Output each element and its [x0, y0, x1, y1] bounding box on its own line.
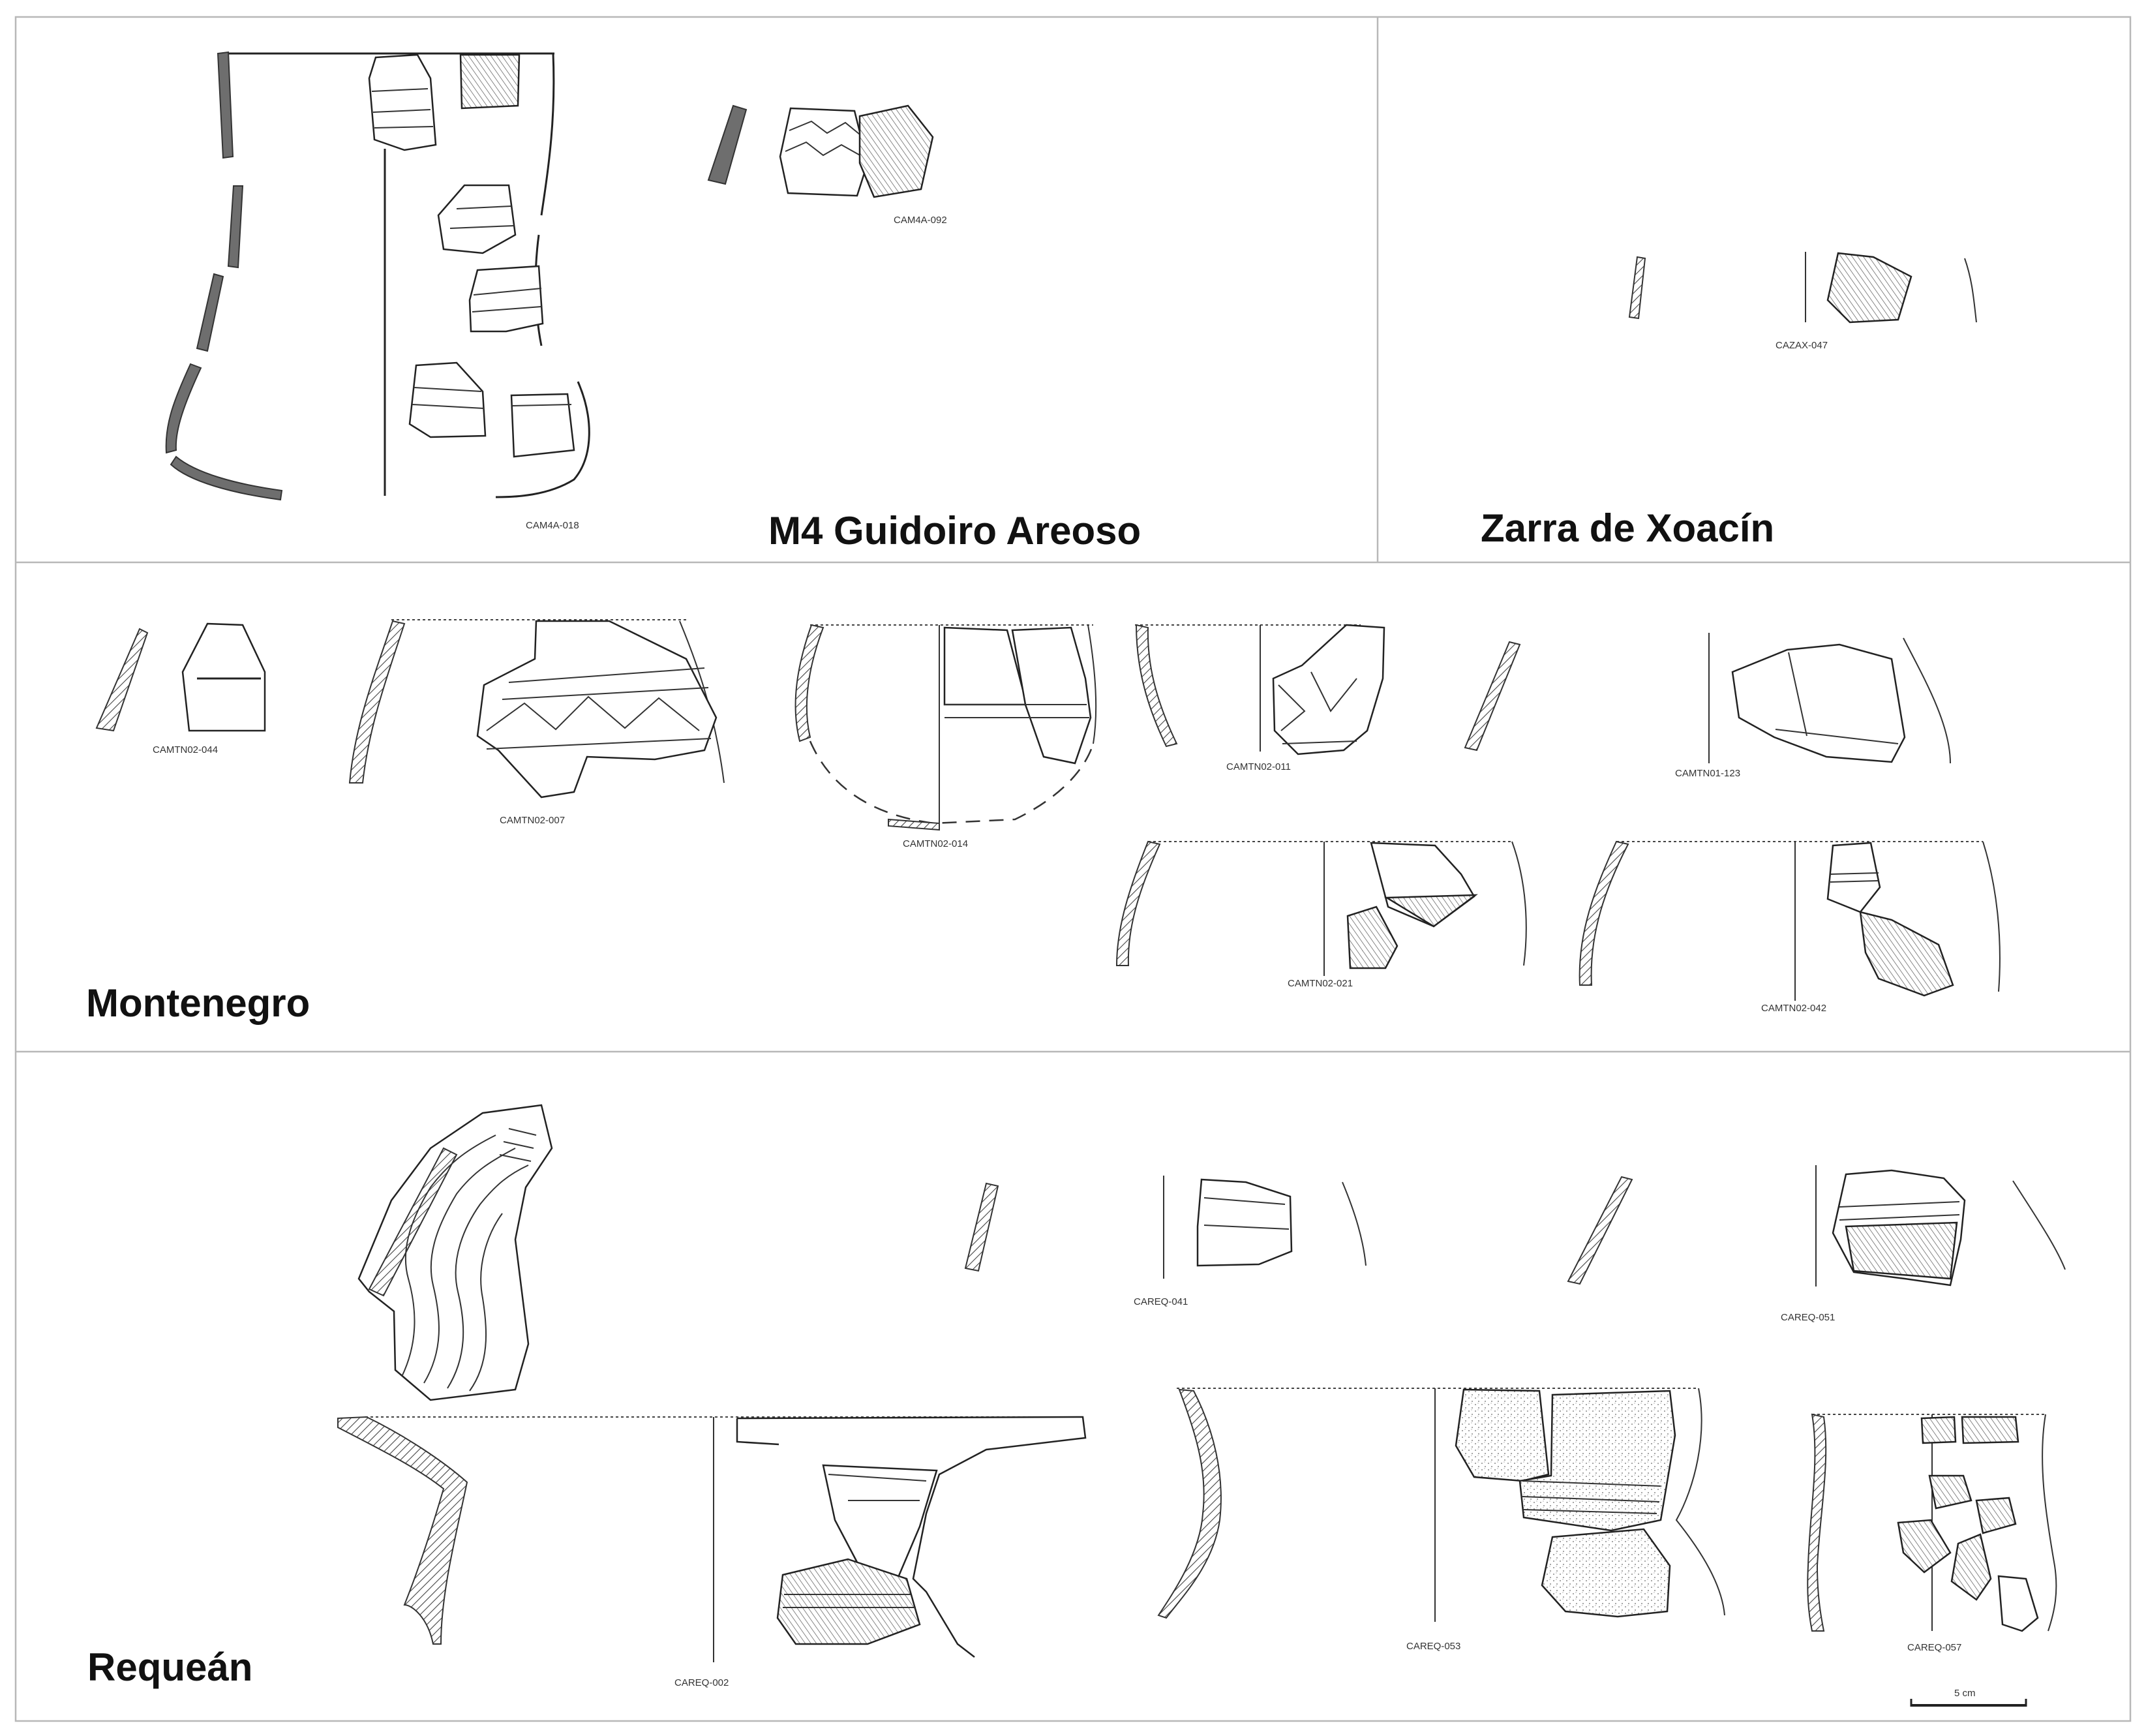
- label-camtn02-011: CAMTN02-011: [1226, 761, 1291, 772]
- vessel-cam4a-092: [707, 104, 934, 198]
- label-camtn02-014: CAMTN02-014: [903, 838, 968, 849]
- vessel-camtn02-044: [95, 622, 266, 732]
- vessel-camtn02-014: [794, 624, 1097, 831]
- vessel-camtn02-011: [1135, 624, 1521, 755]
- vessel-camtn01-123: [1708, 633, 1951, 764]
- vessel-cazax-047: [1628, 252, 1977, 324]
- vessel-careq-002: [337, 1416, 1087, 1662]
- vessel-camtn02-007: [348, 619, 725, 799]
- site-title-xoacin: Zarra de Xoacín: [1481, 506, 1774, 550]
- label-cam4a-018: CAM4A-018: [526, 520, 579, 531]
- vessel-camtn02-021: [1115, 840, 1527, 976]
- site-title-requean: Requeán: [87, 1645, 252, 1689]
- vessel-cam4a-018: [165, 51, 590, 501]
- label-camtn01-123: CAMTN01-123: [1675, 768, 1740, 779]
- label-careq-002: CAREQ-002: [674, 1677, 729, 1688]
- label-cazax-047: CAZAX-047: [1776, 340, 1828, 351]
- label-careq-041: CAREQ-041: [1134, 1296, 1188, 1307]
- site-title-guidoiro: M4 Guidoiro Areoso: [768, 509, 1141, 553]
- panel-xoacin: CAZAX-047 Zarra de Xoacín: [1481, 252, 1977, 550]
- scale-bar: 5 cm: [1910, 1688, 2027, 1707]
- vessel-camtn02-042: [1579, 840, 2001, 1001]
- panel-requean: CAREQ-041 CAREQ-051 CAREQ-002: [87, 1104, 2066, 1689]
- plate-frame: [14, 16, 2132, 1722]
- label-cam4a-092: CAM4A-092: [894, 215, 947, 226]
- site-title-montenegro: Montenegro: [86, 981, 310, 1025]
- panel-montenegro: CAMTN02-044 CAMTN02-007 CAMTN02-014: [86, 619, 2001, 1025]
- label-camtn02-044: CAMTN02-044: [153, 744, 218, 755]
- vessel-careq-041: [964, 1176, 1633, 1285]
- label-careq-051: CAREQ-051: [1781, 1312, 1835, 1323]
- panel-guidoiro: CAM4A-018 CAM4A-092 M4 Guidoiro Areoso: [165, 51, 1141, 553]
- vessel-fragment-rim-large: [357, 1104, 553, 1401]
- vessel-careq-051: [1815, 1165, 2066, 1287]
- label-camtn02-042: CAMTN02-042: [1761, 1003, 1826, 1014]
- label-careq-057: CAREQ-057: [1907, 1642, 1961, 1653]
- label-camtn02-007: CAMTN02-007: [500, 815, 565, 826]
- vessel-careq-057: [1807, 1413, 2057, 1632]
- vessel-careq-053: [1157, 1388, 1725, 1622]
- label-camtn02-021: CAMTN02-021: [1288, 978, 1353, 989]
- scale-bar-label: 5 cm: [1954, 1688, 1976, 1699]
- label-careq-053: CAREQ-053: [1406, 1641, 1460, 1652]
